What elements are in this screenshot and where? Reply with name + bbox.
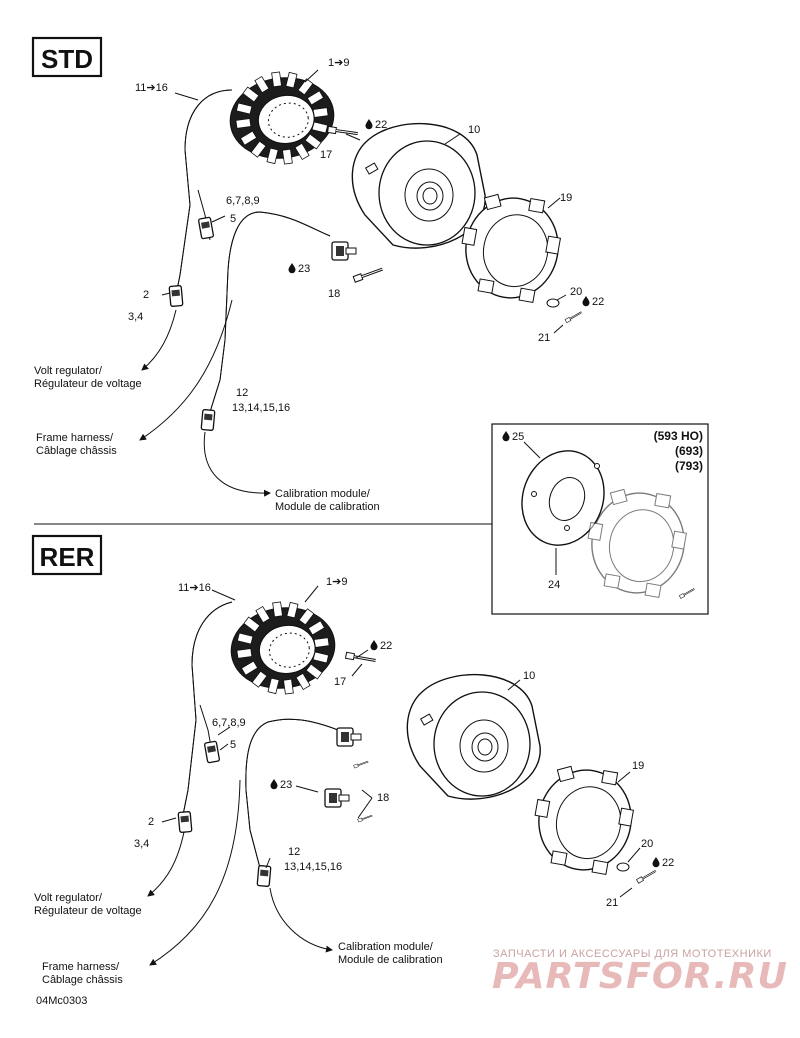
stator-rer	[224, 594, 342, 702]
trigger-sensor-rer-a	[336, 727, 362, 747]
rer-label-5: 5	[230, 739, 236, 751]
inset-model-2: (693)	[675, 444, 703, 458]
std-label-22b: 22	[592, 296, 604, 308]
connector-2-rer	[177, 810, 193, 834]
rer-volt-en: Volt regulator/	[34, 892, 103, 904]
bolt-17-rer	[344, 650, 378, 665]
figure-code: 04Mc0303	[36, 995, 87, 1007]
connector-2-std	[168, 284, 184, 308]
bolt-18-rer-a	[352, 759, 370, 769]
watermark-tagline: ЗАПЧАСТИ И АКСЕССУАРЫ ДЛЯ МОТОТЕХНИКИ	[493, 948, 772, 960]
rer-label-22: 22	[380, 640, 392, 652]
rer-label-21: 21	[606, 897, 618, 909]
trigger-sensor-rer-b	[324, 788, 350, 808]
washer-20-rer	[616, 862, 630, 872]
model-inset: (593 HO) (693) (793) 25 24	[491, 423, 709, 615]
rer-badge: RER	[40, 542, 95, 572]
rer-calib-en: Calibration module/	[338, 941, 434, 953]
std-label-23: 23	[298, 263, 310, 275]
std-label-6789: 6,7,8,9	[226, 195, 260, 207]
std-calib-en: Calibration module/	[275, 488, 371, 500]
drop-icon	[270, 779, 278, 790]
rer-label-17: 17	[334, 676, 346, 688]
rer-label-10: 10	[523, 670, 535, 682]
connector-12-std	[200, 408, 216, 432]
std-label-20: 20	[570, 286, 582, 298]
std-section: STD 1➔9 11➔16	[31, 36, 604, 513]
rer-label-22b: 22	[662, 857, 674, 869]
stator-harness-rer	[182, 601, 233, 816]
inset-label-25: 25	[512, 431, 524, 443]
spacer-plate-24	[521, 450, 605, 546]
calibration-harness-std	[209, 211, 331, 413]
rer-label-18: 18	[377, 792, 389, 804]
rer-label-13-16: 13,14,15,16	[284, 861, 342, 873]
inset-model-1: (593 HO)	[654, 429, 703, 443]
drop-icon	[365, 119, 373, 130]
inset-label-24: 24	[548, 579, 560, 591]
std-badge-box	[31, 36, 103, 78]
std-label-11-16: 11➔16	[135, 82, 168, 94]
rer-frame-en: Frame harness/	[42, 961, 120, 973]
std-label-12: 12	[236, 387, 248, 399]
bolt-21-rer	[635, 868, 658, 885]
std-label-2: 2	[143, 289, 149, 301]
std-label-10: 10	[468, 124, 480, 136]
rer-section: RER 11	[31, 534, 674, 986]
std-volt-fr: Régulateur de voltage	[34, 378, 142, 390]
rer-calib-fr: Module de calibration	[338, 954, 443, 966]
bolt-18-std	[351, 264, 385, 284]
rer-label-20: 20	[641, 838, 653, 850]
washer-20-std	[546, 298, 560, 308]
std-label-18: 18	[328, 288, 340, 300]
flywheel-rer	[406, 673, 541, 800]
rer-frame-fr: Câblage châssis	[42, 974, 123, 986]
std-label-21: 21	[538, 332, 550, 344]
bolt-17-std	[326, 124, 360, 139]
std-label-1-9: 1➔9	[328, 57, 349, 69]
rer-label-19: 19	[632, 760, 644, 772]
std-label-17: 17	[320, 149, 332, 161]
rer-label-34: 3,4	[134, 838, 149, 850]
stator-harness-std	[174, 89, 233, 301]
std-label-13-16: 13,14,15,16	[232, 402, 290, 414]
inset-model-3: (793)	[675, 459, 703, 473]
connector-12-rer	[256, 864, 272, 888]
std-label-22: 22	[375, 119, 387, 131]
bolt-21-std	[564, 309, 584, 324]
rer-badge-box	[31, 534, 103, 576]
std-frame-fr: Câblage châssis	[36, 445, 117, 457]
watermark-brand: PARTSFOR.RU	[492, 956, 788, 997]
std-label-34: 3,4	[128, 311, 143, 323]
connector-5-rer	[203, 740, 221, 764]
rer-volt-fr: Régulateur de voltage	[34, 905, 142, 917]
std-volt-en: Volt regulator/	[34, 365, 103, 377]
std-frame-en: Frame harness/	[36, 432, 114, 444]
drop-icon	[370, 640, 378, 651]
watermark: ЗАПЧАСТИ И АКСЕССУАРЫ ДЛЯ МОТОТЕХНИКИ PA…	[492, 948, 788, 997]
connector-5-std	[197, 216, 215, 240]
rer-label-2: 2	[148, 816, 154, 828]
rer-label-11-16: 11➔16	[178, 582, 211, 594]
rer-label-1-9: 1➔9	[326, 576, 347, 588]
drop-icon	[288, 263, 296, 274]
rer-label-23: 23	[280, 779, 292, 791]
drop-icon	[582, 296, 590, 307]
std-calib-fr: Module de calibration	[275, 501, 380, 513]
std-badge: STD	[41, 44, 93, 74]
rer-label-6789: 6,7,8,9	[212, 717, 246, 729]
drop-icon	[652, 857, 660, 868]
rer-label-12: 12	[288, 846, 300, 858]
trigger-sensor-std	[331, 241, 357, 261]
std-label-19: 19	[560, 192, 572, 204]
std-label-5: 5	[230, 213, 236, 225]
